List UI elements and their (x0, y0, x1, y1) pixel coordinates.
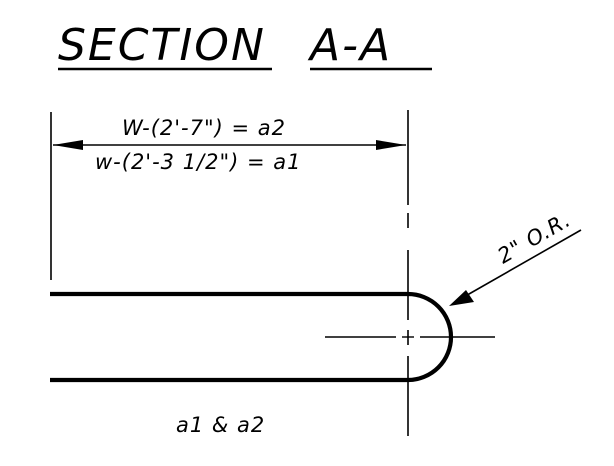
title-view-name: A-A (307, 20, 392, 71)
dimension-arrow-left (53, 140, 83, 150)
section-profile-outline (50, 291, 454, 383)
radius-leader-line (461, 229, 582, 299)
part-label-text: a1 & a2 (176, 413, 265, 437)
radius-leader-arrow (449, 290, 474, 306)
title-section-word: SECTION (58, 20, 266, 71)
dimension-lower-text: w-(2'-3 1/2") = a1 (95, 150, 302, 174)
dimension-arrow-right (376, 140, 406, 150)
radius-note-text: 2" O.R. (494, 207, 576, 268)
dimension-upper-text: W-(2'-7") = a2 (122, 116, 286, 140)
